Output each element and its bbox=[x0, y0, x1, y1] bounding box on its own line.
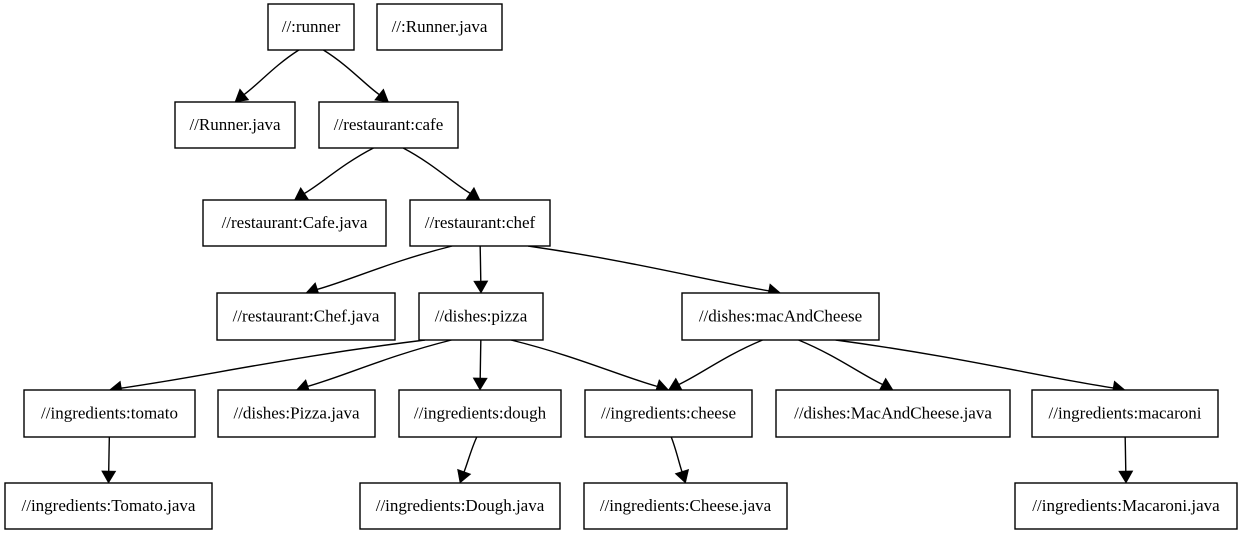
node-box[interactable] bbox=[418, 292, 544, 341]
node-label: //restaurant:Cafe.java bbox=[222, 213, 368, 232]
graph-edge bbox=[101, 436, 117, 484]
graph-node-ing_dough[interactable]: //ingredients:dough bbox=[398, 389, 562, 438]
node-label: //:Runner.java bbox=[392, 17, 488, 36]
node-label: //ingredients:tomato bbox=[41, 403, 178, 422]
graph-edge bbox=[457, 436, 478, 484]
node-box[interactable] bbox=[359, 482, 561, 530]
nodes-layer: //:runner //:Runner.java //Runner.java //re… bbox=[4, 3, 1238, 530]
node-box[interactable] bbox=[217, 389, 376, 438]
graph-edge bbox=[798, 339, 894, 391]
graph-node-runner_java[interactable]: //Runner.java bbox=[174, 101, 296, 149]
node-label: //dishes:pizza bbox=[435, 306, 528, 325]
graph-edge bbox=[670, 436, 690, 484]
node-label: //:runner bbox=[282, 17, 341, 36]
graph-edge bbox=[294, 147, 374, 201]
node-label: //ingredients:dough bbox=[414, 403, 547, 422]
graph-edge bbox=[835, 339, 1126, 396]
graph-node-pizza_java[interactable]: //dishes:Pizza.java bbox=[217, 389, 376, 438]
node-box[interactable] bbox=[1031, 389, 1219, 438]
node-box[interactable] bbox=[202, 199, 387, 247]
graph-edge bbox=[305, 245, 453, 297]
graph-edge bbox=[527, 245, 782, 299]
node-label: //restaurant:Chef.java bbox=[233, 306, 380, 325]
node-label: //dishes:Pizza.java bbox=[233, 403, 360, 422]
graph-edge bbox=[402, 147, 481, 201]
node-label: //ingredients:macaroni bbox=[1049, 403, 1202, 422]
graph-node-dough_java[interactable]: //ingredients:Dough.java bbox=[359, 482, 561, 530]
node-box[interactable] bbox=[398, 389, 562, 438]
graph-edge bbox=[472, 339, 488, 391]
graph-node-cheese_java[interactable]: //ingredients:Cheese.java bbox=[583, 482, 788, 530]
node-label: //ingredients:Tomato.java bbox=[22, 496, 196, 515]
graph-node-dishes_pizza[interactable]: //dishes:pizza bbox=[418, 292, 544, 341]
node-label: //Runner.java bbox=[189, 115, 281, 134]
graph-edge bbox=[234, 49, 300, 103]
node-label: //dishes:MacAndCheese.java bbox=[794, 403, 992, 422]
graph-node-restaurant_cafe[interactable]: //restaurant:cafe bbox=[318, 101, 459, 149]
graph-node-dishes_mac[interactable]: //dishes:macAndCheese bbox=[681, 292, 880, 341]
node-box[interactable] bbox=[4, 482, 213, 530]
graph-node-root_runner_java[interactable]: //:Runner.java bbox=[376, 3, 503, 51]
node-box[interactable] bbox=[318, 101, 459, 149]
graph-node-runner[interactable]: //:runner bbox=[267, 3, 355, 51]
graph-node-cafe_java[interactable]: //restaurant:Cafe.java bbox=[202, 199, 387, 247]
node-label: //restaurant:chef bbox=[425, 213, 536, 232]
node-box[interactable] bbox=[409, 199, 551, 247]
node-box[interactable] bbox=[584, 389, 753, 438]
node-label: //dishes:macAndCheese bbox=[699, 306, 862, 325]
node-box[interactable] bbox=[267, 3, 355, 51]
node-box[interactable] bbox=[216, 292, 396, 341]
graph-edge bbox=[473, 245, 489, 294]
graph-node-macaroni_java[interactable]: //ingredients:Macaroni.java bbox=[1014, 482, 1238, 530]
graph-node-tomato_java[interactable]: //ingredients:Tomato.java bbox=[4, 482, 213, 530]
node-label: //ingredients:Macaroni.java bbox=[1032, 496, 1220, 515]
node-box[interactable] bbox=[1014, 482, 1238, 530]
graph-edge bbox=[323, 49, 389, 103]
graph-edge bbox=[1118, 436, 1134, 484]
graph-node-ing_tomato[interactable]: //ingredients:tomato bbox=[23, 389, 196, 438]
node-box[interactable] bbox=[583, 482, 788, 530]
node-box[interactable] bbox=[775, 389, 1011, 438]
graph-edge bbox=[667, 339, 763, 391]
node-box[interactable] bbox=[174, 101, 296, 149]
graph-edge bbox=[510, 339, 670, 394]
graph-edge bbox=[295, 339, 452, 394]
graph-node-chef_java[interactable]: //restaurant:Chef.java bbox=[216, 292, 396, 341]
node-box[interactable] bbox=[376, 3, 503, 51]
node-label: //ingredients:Cheese.java bbox=[600, 496, 772, 515]
node-box[interactable] bbox=[23, 389, 196, 438]
node-label: //restaurant:cafe bbox=[334, 115, 444, 134]
graph-node-ing_macaroni[interactable]: //ingredients:macaroni bbox=[1031, 389, 1219, 438]
graph-node-restaurant_chef[interactable]: //restaurant:chef bbox=[409, 199, 551, 247]
graph-node-mac_java[interactable]: //dishes:MacAndCheese.java bbox=[775, 389, 1011, 438]
graph-edge bbox=[108, 339, 426, 396]
node-box[interactable] bbox=[681, 292, 880, 341]
graph-node-ing_cheese[interactable]: //ingredients:cheese bbox=[584, 389, 753, 438]
node-label: //ingredients:Dough.java bbox=[376, 496, 545, 515]
node-label: //ingredients:cheese bbox=[601, 403, 736, 422]
